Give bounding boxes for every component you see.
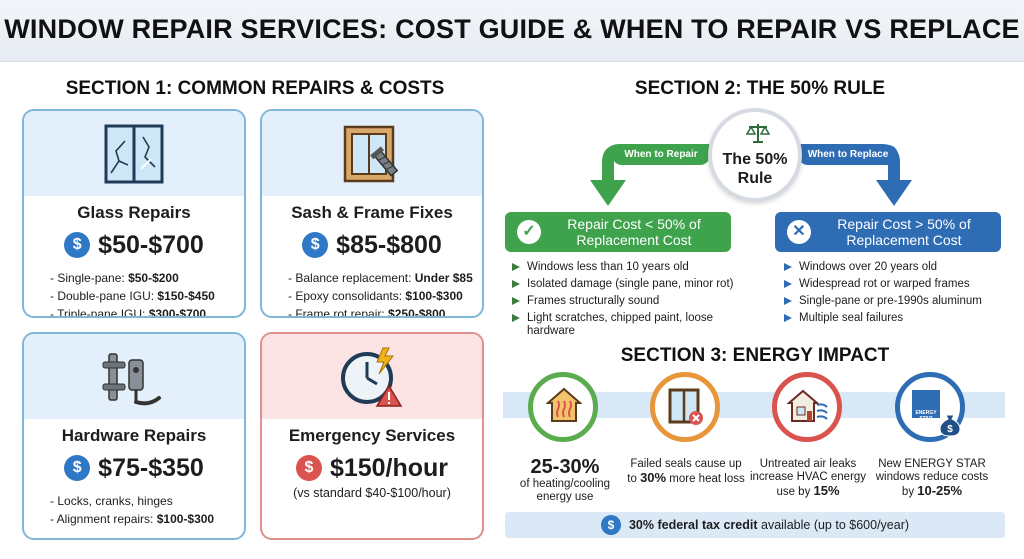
fifty-percent-rule-circle: The 50% Rule: [708, 108, 802, 202]
rule-label: The 50% Rule: [722, 151, 788, 187]
energy-star-icon: ENERGY STAR: [911, 389, 941, 422]
list-item: - Triple-pane IGU: $300-$700: [50, 307, 207, 318]
money-bag-icon: $: [939, 414, 961, 437]
stat-text: New ENERGY STAR windows reduce costs by …: [875, 458, 989, 498]
list-item: - Single-pane: $50-$200: [50, 271, 179, 285]
emergency-clock-icon: [341, 347, 403, 407]
dollar-icon: $: [295, 455, 322, 481]
tax-credit-bar: $ 30% federal tax credit available (up t…: [505, 512, 1005, 538]
hardware-repairs-card: Hardware Repairs $ $75-$350 - Locks, cra…: [22, 332, 246, 540]
list-item: Widespread rot or warped frames: [784, 278, 1010, 291]
repair-box-text: Repair Cost < 50% of Replacement Cost: [567, 216, 701, 248]
list-item: Single-pane or pre-1990s aluminum: [784, 295, 1010, 308]
replace-box-text: Repair Cost > 50% of Replacement Cost: [837, 216, 971, 248]
card-name: Emergency Services: [288, 426, 456, 445]
scale-icon: [746, 124, 770, 143]
stat-ring: ENERGY STAR $: [895, 372, 965, 442]
page-title: WINDOW REPAIR SERVICES: COST GUIDE & WHE…: [4, 14, 1020, 44]
stat-text: of heating/cooling energy use: [519, 478, 611, 503]
emergency-services-card: Emergency Services $ $150/hour (vs stand…: [260, 332, 484, 540]
stat-ring: [772, 372, 842, 442]
repair-criteria-list: Windows less than 10 years old Isolated …: [512, 261, 738, 342]
list-item: - Epoxy consolidants: $100-$300: [288, 289, 463, 303]
card-name: Hardware Repairs: [61, 426, 207, 445]
when-to-replace-pill: When to Replace: [798, 145, 898, 165]
svg-text:$: $: [947, 424, 953, 435]
list-item: - Locks, cranks, hinges: [50, 494, 173, 508]
emergency-subtext: (vs standard $40-$100/hour): [293, 486, 451, 500]
stat-ring: [528, 372, 598, 442]
section2-title: SECTION 2: THE 50% RULE: [634, 78, 886, 99]
window-frame-screw-icon: [343, 125, 399, 183]
card-price: $75-$350: [98, 453, 204, 482]
list-item: - Alignment repairs: $100-$300: [50, 512, 215, 526]
list-item: - Frame rot repair: $250-$800: [288, 307, 446, 318]
section1-title: SECTION 1: COMMON REPAIRS & COSTS: [65, 78, 445, 99]
check-icon: ✓: [517, 220, 541, 244]
dollar-icon: $: [600, 515, 621, 535]
card-name: Glass Repairs: [77, 203, 191, 222]
glass-repairs-card: Glass Repairs $ $50-$700 - Single-pane: …: [22, 109, 246, 318]
replace-criteria-list: Windows over 20 years old Widespread rot…: [784, 261, 1010, 329]
x-icon: ✕: [787, 220, 811, 244]
tax-credit-text: 30% federal tax credit available (up to …: [628, 518, 910, 532]
stat-ring: [650, 372, 720, 442]
list-item: Isolated damage (single pane, minor rot): [512, 278, 738, 291]
replace-cost-box: ✕ Repair Cost > 50% of Replacement Cost: [775, 212, 1001, 252]
card-price: $85-$800: [336, 230, 442, 259]
sash-cost-list: - Balance replacement: Under $85 - Epoxy…: [288, 269, 476, 318]
list-item: - Balance replacement: Under $85: [288, 271, 473, 285]
dollar-icon: $: [64, 232, 91, 258]
card-price: $150/hour: [329, 453, 449, 482]
list-item: Multiple seal failures: [784, 312, 1010, 325]
air-leak-house-icon: [787, 389, 828, 422]
stat-text: Failed seals cause up to 30% more heat l…: [627, 458, 745, 485]
house-heat-icon: [546, 387, 582, 422]
failed-seal-window-icon: [668, 388, 703, 425]
list-item: Frames structurally sound: [512, 295, 738, 308]
section3-title: SECTION 3: ENERGY IMPACT: [620, 345, 890, 366]
card-price: $50-$700: [98, 230, 204, 259]
repair-cost-box: ✓ Repair Cost < 50% of Replacement Cost: [505, 212, 731, 252]
list-item: Windows over 20 years old: [784, 261, 1010, 274]
list-item: Windows less than 10 years old: [512, 261, 738, 274]
stat-text: Untreated air leaks increase HVAC energy…: [749, 458, 867, 498]
stat-big-value: 25-30%: [530, 456, 600, 478]
dollar-icon: $: [64, 455, 91, 481]
card-name: Sash & Frame Fixes: [291, 203, 453, 222]
hardware-cost-list: - Locks, cranks, hinges - Alignment repa…: [50, 492, 238, 528]
window-hardware-icon: [102, 353, 161, 406]
list-item: - Double-pane IGU: $150-$450: [50, 289, 215, 303]
glass-cost-list: - Single-pane: $50-$200 - Double-pane IG…: [50, 269, 238, 318]
sash-frame-card: Sash & Frame Fixes $ $85-$800 - Balance …: [260, 109, 484, 318]
when-to-repair-pill: When to Repair: [612, 145, 710, 165]
list-item: Light scratches, chipped paint, loose ha…: [512, 312, 738, 338]
dollar-icon: $: [302, 232, 329, 258]
title-banner: WINDOW REPAIR SERVICES: COST GUIDE & WHE…: [0, 0, 1024, 62]
broken-window-icon: [104, 124, 164, 184]
